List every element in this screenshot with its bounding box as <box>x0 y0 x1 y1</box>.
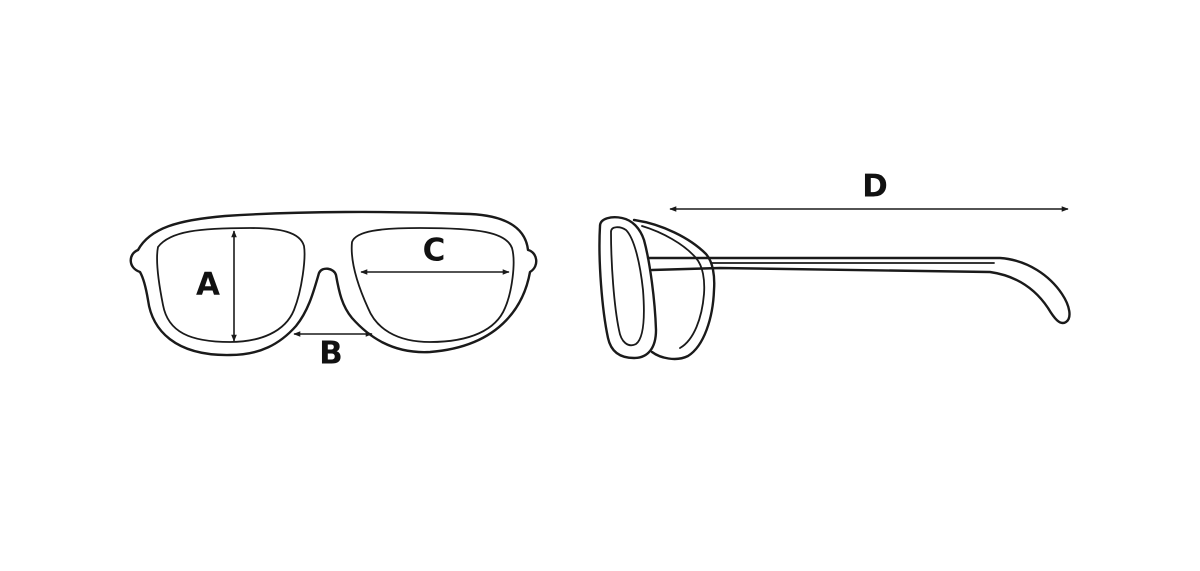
front-view <box>129 210 538 357</box>
dimension-d: D <box>669 169 1069 212</box>
label-c: C <box>423 233 446 269</box>
dimension-b: B <box>293 331 373 372</box>
label-d: D <box>862 169 888 205</box>
front-left-lens <box>156 227 306 343</box>
dimension-c: C <box>360 233 510 275</box>
front-right-lens <box>350 227 515 343</box>
label-a: A <box>196 267 220 303</box>
side-front-rim <box>598 216 658 360</box>
side-view <box>598 216 1071 361</box>
side-temple-arm <box>646 256 1071 325</box>
side-lens-edge <box>610 226 645 347</box>
side-shield <box>632 218 716 361</box>
label-b: B <box>319 336 343 372</box>
front-frame-outline <box>129 210 538 357</box>
dimension-a: A <box>196 230 237 342</box>
side-shield-inner <box>641 225 706 349</box>
